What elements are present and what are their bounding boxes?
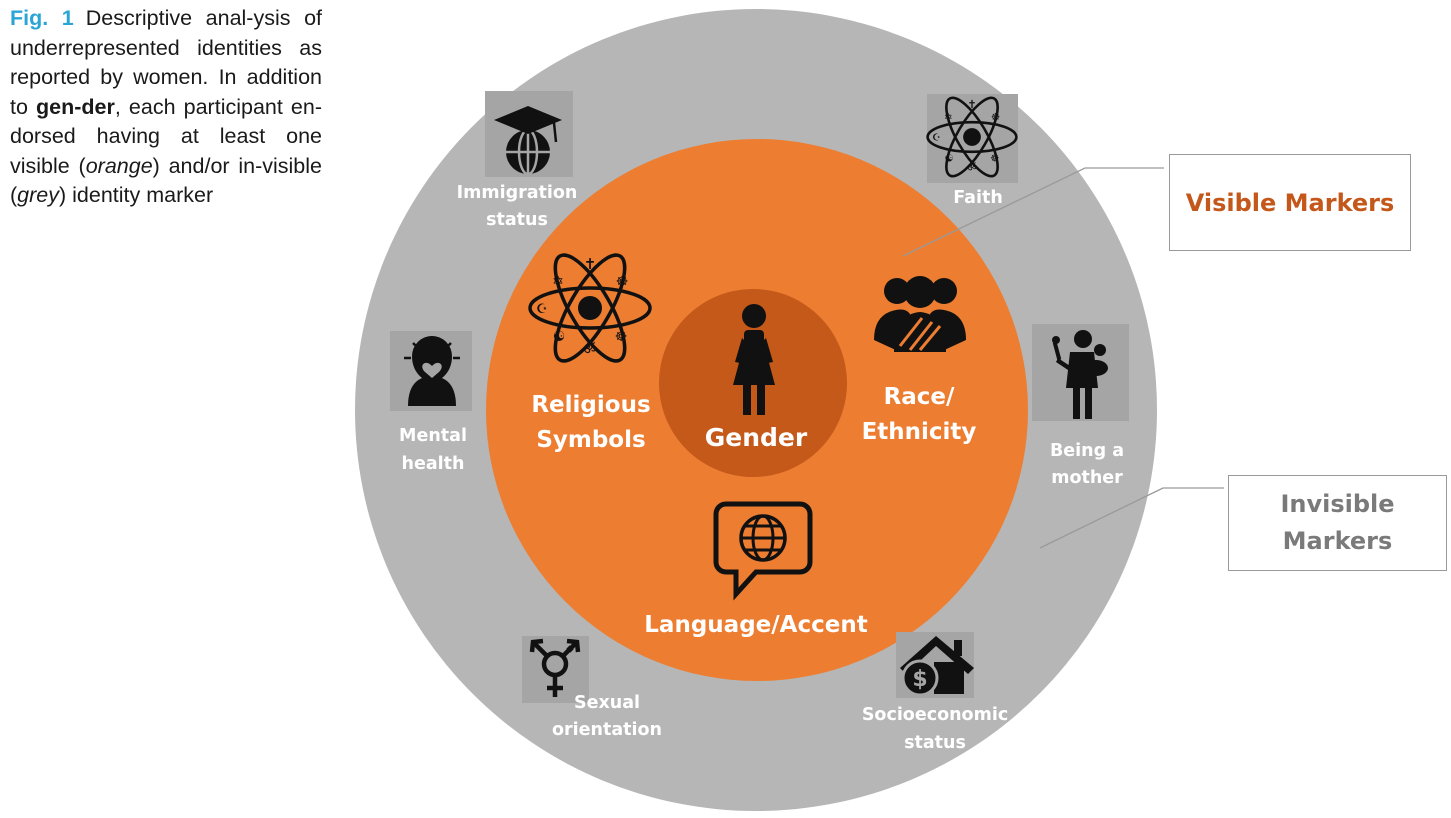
invisible-markers-label-line2: Markers — [1282, 527, 1393, 555]
socioeconomic-label-line1: Socioeconomic — [862, 705, 1008, 725]
gender-label: Gender — [705, 423, 808, 452]
race-ethnicity-label-line2: Ethnicity — [862, 419, 977, 445]
visible-markers-connector — [902, 167, 1164, 257]
gender-symbol-icon — [529, 638, 581, 697]
immigration-label-line2: status — [486, 210, 548, 230]
sexual-orientation-label-line1: Sexual — [574, 693, 640, 713]
socioeconomic-label-line2: status — [904, 733, 966, 753]
caption-bold-gender: gen-der — [36, 94, 115, 119]
visible-markers-label: Visible Markers — [1185, 188, 1395, 217]
immigration-label-line1: Immigration — [457, 183, 578, 203]
mother-child-icon — [1052, 330, 1108, 419]
invisible-markers-connector — [1039, 487, 1224, 549]
race-ethnicity-label-line1: Race/ — [884, 384, 955, 410]
group-people-icon — [874, 276, 966, 352]
sexual-orientation-label-line2: orientation — [552, 720, 662, 740]
caption-italic-orange: orange — [85, 153, 153, 178]
religious-symbols-label-line2: Symbols — [536, 427, 645, 453]
mental-health-label-line2: health — [402, 454, 465, 474]
invisible-markers-label-line1: Invisible — [1280, 490, 1395, 518]
invisible-markers-box: Invisible Markers — [1228, 475, 1447, 571]
caption-text-1: Descriptive anal-ysis of underrepresente… — [10, 6, 322, 119]
woman-icon — [733, 304, 775, 415]
caption-text-2: , each participant en-dorsed having at l… — [10, 94, 323, 178]
religious-symbols-label-line1: Religious — [531, 392, 650, 418]
speech-globe-icon — [713, 501, 813, 601]
caption-italic-grey: grey — [17, 183, 59, 207]
svg-text:$: $ — [912, 667, 927, 692]
language-accent-label: Language/Accent — [644, 612, 867, 638]
head-heart-icon — [404, 336, 460, 406]
mental-health-label-line1: Mental — [399, 426, 467, 446]
caption-text-3: ) and/or in-visible ( — [10, 153, 322, 208]
house-dollar-icon: $ — [900, 636, 974, 697]
visible-markers-box: Visible Markers — [1169, 154, 1411, 251]
graduation-globe-icon — [494, 106, 562, 176]
figure-label: Fig. 1 — [10, 6, 74, 30]
caption-text-4: ) identity marker — [59, 183, 214, 207]
faith-label: Faith — [953, 188, 1003, 208]
mother-label-line2: mother — [1051, 468, 1123, 488]
mother-label-line1: Being a — [1050, 441, 1124, 461]
